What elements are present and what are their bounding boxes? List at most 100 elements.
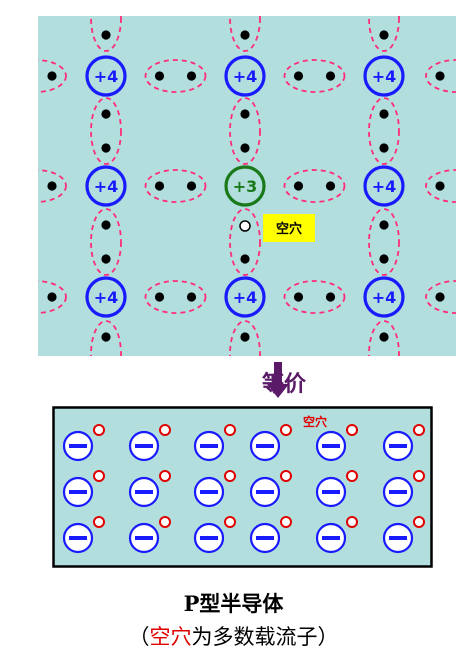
ion-minus-sign <box>200 490 218 494</box>
electron-dot <box>325 71 336 81</box>
hole-tag-box <box>263 214 315 242</box>
caption-title: P型半导体 <box>183 591 284 616</box>
caption-majority-carrier: 空穴 <box>149 625 192 649</box>
p-type-model-box: 空穴 <box>52 406 433 568</box>
si-atom-label: +4 <box>94 177 119 196</box>
bond-ellipse <box>144 280 207 314</box>
electron-dot <box>186 181 197 191</box>
si-atom-label: +4 <box>233 67 258 86</box>
hole-circle <box>224 470 236 482</box>
si-atom-ring <box>224 276 266 318</box>
ion-minus-sign <box>256 536 274 540</box>
hole-circle <box>93 516 105 528</box>
hole-circle <box>413 424 425 436</box>
silicon-lattice-diagram: +4+4+4+4+3+4+4+4+4 空穴 <box>38 16 456 356</box>
electron-dot <box>47 71 57 81</box>
electron-dot <box>101 254 111 264</box>
hole-circle <box>159 516 171 528</box>
bond-ellipse <box>38 280 67 314</box>
model-hole-label: 空穴 <box>303 414 327 429</box>
si-atom-label: +4 <box>233 288 258 307</box>
si-atom-label: +4 <box>372 288 397 307</box>
bond-ellipse <box>283 59 346 93</box>
valence-electrons <box>47 30 445 342</box>
electron-dot <box>325 181 336 191</box>
electron-dot <box>293 181 304 191</box>
ion-minus-sign <box>200 536 218 540</box>
electron-dot <box>379 109 389 119</box>
bond-ellipse <box>38 59 67 93</box>
ion-minus-sign <box>135 490 153 494</box>
ion-minus-sign <box>389 490 407 494</box>
bond-ellipse <box>144 169 207 203</box>
bond-ellipse <box>144 59 207 93</box>
electron-dot <box>186 71 197 81</box>
si-atom-ring <box>363 276 405 318</box>
hole-circle <box>413 470 425 482</box>
hole-circle <box>346 424 358 436</box>
si-atom-ring <box>363 55 405 97</box>
electron-dot <box>293 71 304 81</box>
si-atom-label: +4 <box>372 67 397 86</box>
hole-circle <box>346 516 358 528</box>
electron-dot <box>379 254 389 264</box>
hole-marker <box>239 220 251 232</box>
electron-dot <box>240 143 250 153</box>
electron-dot <box>47 292 57 302</box>
electron-dot <box>240 254 250 264</box>
hole-circle <box>346 470 358 482</box>
bond-ellipse <box>368 208 400 276</box>
hole-circle <box>280 424 292 436</box>
bond-ellipse <box>229 320 261 356</box>
si-atom-label: +4 <box>372 177 397 196</box>
electron-dot <box>101 220 111 230</box>
hole-circle <box>280 516 292 528</box>
si-atom-ring <box>224 55 266 97</box>
ion-minus-sign <box>389 444 407 448</box>
electron-dot <box>101 332 111 342</box>
bond-ellipse <box>368 320 400 356</box>
bond-ellipse <box>90 97 122 165</box>
electron-dot <box>379 220 389 230</box>
bond-ellipse <box>90 320 122 356</box>
electron-dot <box>154 181 165 191</box>
electron-dot <box>435 71 445 81</box>
ion-minus-sign <box>69 490 87 494</box>
bond-ellipse <box>368 16 400 52</box>
equivalence-label: 等价 <box>262 372 307 397</box>
ion-minus-sign <box>69 444 87 448</box>
electron-dot <box>47 181 57 191</box>
ion-minus-sign <box>135 444 153 448</box>
electron-dot <box>240 332 250 342</box>
ion-minus-sign <box>322 536 340 540</box>
bond-ellipse <box>90 208 122 276</box>
atom-cores: +4+4+4+4+3+4+4+4+4 <box>85 55 405 318</box>
hole-circle <box>413 516 425 528</box>
ion-minus-sign <box>322 444 340 448</box>
hole-circle <box>93 470 105 482</box>
bond-ellipse <box>425 59 456 93</box>
covalent-bonds <box>38 16 456 356</box>
si-atom-label: +4 <box>94 67 119 86</box>
bond-ellipse <box>229 97 261 165</box>
electron-dot <box>379 143 389 153</box>
hole-circle <box>159 470 171 482</box>
electron-dot <box>154 292 165 302</box>
equivalence-arrow <box>267 362 289 398</box>
ion-minus-sign <box>135 536 153 540</box>
bond-ellipse <box>425 280 456 314</box>
caption-rest: 为多数载流子） <box>191 625 339 649</box>
bond-ellipse <box>283 280 346 314</box>
ion-minus-sign <box>389 536 407 540</box>
bond-ellipse <box>229 16 261 52</box>
electron-dot <box>101 30 111 40</box>
si-atom-ring <box>85 165 127 207</box>
ion-minus-sign <box>200 444 218 448</box>
electron-dot <box>379 30 389 40</box>
electron-dot <box>101 143 111 153</box>
hole-circle <box>159 424 171 436</box>
bond-ellipse <box>229 208 261 276</box>
electron-dot <box>379 332 389 342</box>
bond-ellipse <box>38 169 67 203</box>
electron-dot <box>240 30 250 40</box>
